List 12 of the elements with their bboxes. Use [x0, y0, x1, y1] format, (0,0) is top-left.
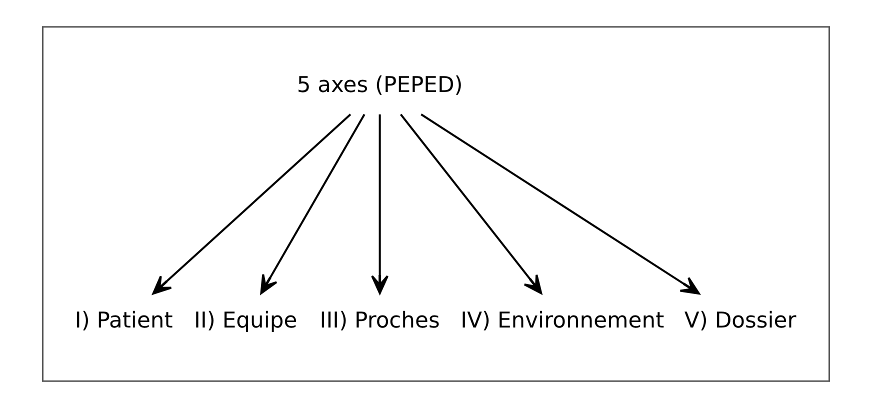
arrow — [260, 114, 366, 294]
cluster — [42, 26, 830, 382]
node-text: IV) Environnement — [460, 308, 664, 334]
node-text: III) Proches — [320, 308, 440, 334]
arrow — [420, 114, 700, 295]
arrow — [400, 114, 542, 294]
node-text: I) Patient — [74, 308, 173, 334]
node-text: 5 axes (PEPED) — [296, 72, 463, 98]
node-text: II) Equipe — [194, 308, 298, 334]
arrow — [152, 114, 352, 295]
node-text: V) Dossier — [684, 308, 796, 334]
arrow — [371, 114, 389, 294]
